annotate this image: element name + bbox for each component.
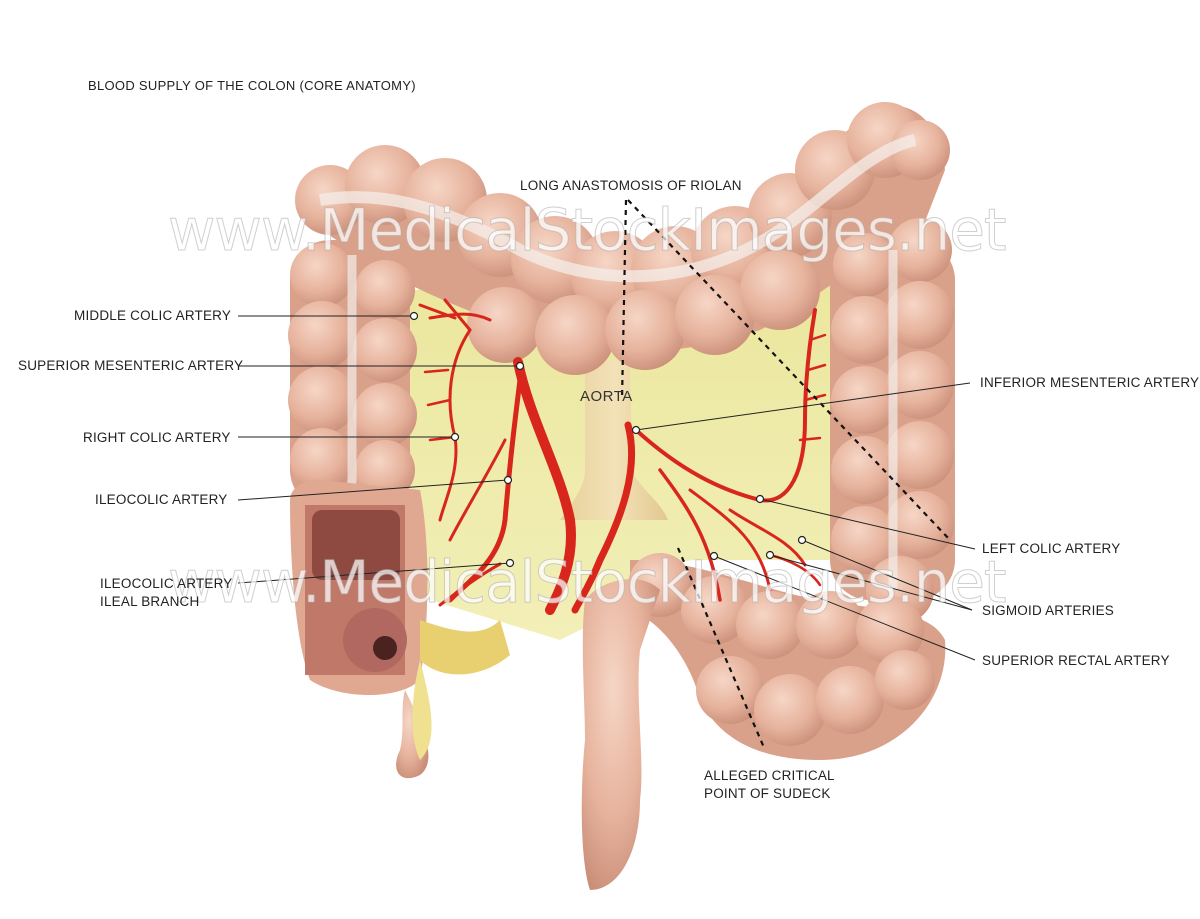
label-sigmoid-arteries: SIGMOID ARTERIES [982,603,1114,618]
middle-colic-artery [418,298,492,332]
leader-lines [237,315,976,661]
sudeck-dash [676,547,767,751]
label-inferior-mesenteric-artery: INFERIOR MESENTERIC ARTERY [980,375,1200,390]
label-sudeck-line2: POINT OF SUDECK [704,786,831,801]
label-superior-rectal-artery: SUPERIOR RECTAL ARTERY [982,653,1170,668]
ascending-colon [288,240,417,510]
label-middle-colic-artery: MIDDLE COLIC ARTERY [74,308,232,323]
aorta [560,360,668,520]
riolan-dash-right [627,199,951,541]
sigmoid-colon [628,553,946,760]
figure-title: BLOOD SUPPLY OF THE COLON (CORE ANATOMY) [88,78,416,93]
superior-mesenteric-artery [513,357,576,615]
cecum [290,480,510,779]
label-ileocolic-ileal-line1: ILEOCOLIC ARTERY [100,576,233,591]
label-aorta: AORTA [580,388,633,405]
descending-colon [830,218,955,624]
dashed-indicators [620,199,951,751]
label-left-colic-artery: LEFT COLIC ARTERY [982,541,1121,556]
label-ileocolic-artery: ILEOCOLIC ARTERY [95,492,228,507]
ileocolic-artery [447,377,523,603]
transverse-colon [295,102,950,375]
rectum [581,579,660,890]
label-ileocolic-ileal-line2: ILEAL BRANCH [100,594,200,609]
label-right-colic-artery: RIGHT COLIC ARTERY [83,430,231,445]
leader-dots [409,311,807,568]
riolan-dash-left [620,199,628,401]
label-sudeck-line1: ALLEGED CRITICAL [704,768,835,783]
label-long-anastomosis: LONG ANASTOMOSIS OF RIOLAN [520,178,742,193]
inferior-mesenteric-artery [571,421,636,614]
label-superior-mesenteric-artery: SUPERIOR MESENTERIC ARTERY [18,358,244,373]
